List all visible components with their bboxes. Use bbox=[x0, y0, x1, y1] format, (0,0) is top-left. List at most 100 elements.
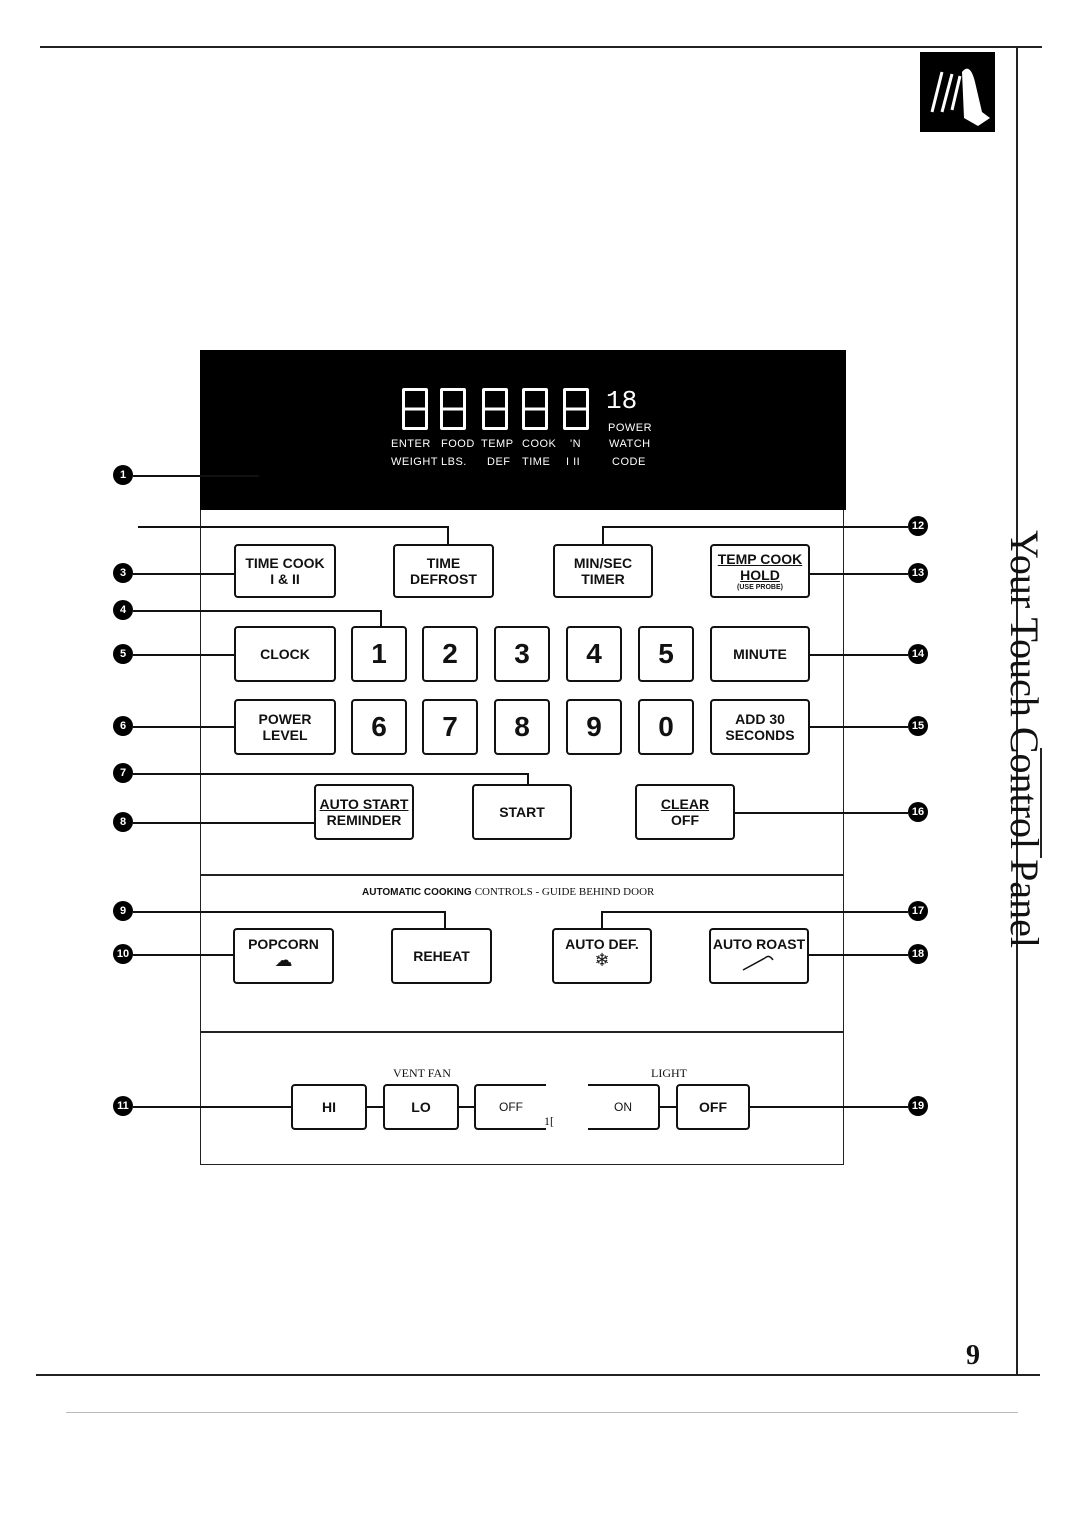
vent-lo-button[interactable]: LO bbox=[383, 1084, 459, 1130]
lcd-digit bbox=[440, 388, 466, 430]
snowflake-icon: ❄ bbox=[594, 950, 610, 970]
leader-line bbox=[809, 954, 908, 956]
callout-1: 1 bbox=[113, 465, 133, 485]
lcd-label-lbs: LBS. bbox=[441, 456, 467, 468]
lcd-label-def: DEF bbox=[487, 456, 511, 468]
callout-3: 3 bbox=[113, 563, 133, 583]
minute-button[interactable]: MINUTE bbox=[710, 626, 810, 682]
leader-line bbox=[133, 822, 314, 824]
min-sec-timer-button[interactable]: MIN/SEC TIMER bbox=[553, 544, 653, 598]
callout-13: 13 bbox=[908, 563, 928, 583]
leader-line bbox=[133, 654, 234, 656]
clock-button[interactable]: CLOCK bbox=[234, 626, 336, 682]
leader-line bbox=[527, 773, 529, 784]
lcd-digit bbox=[563, 388, 589, 430]
callout-4: 4 bbox=[113, 600, 133, 620]
page-number: 9 bbox=[966, 1340, 980, 1371]
bottom-rule bbox=[36, 1374, 1040, 1376]
leader-line bbox=[601, 911, 603, 928]
leader-line bbox=[133, 911, 445, 913]
digit-0-button[interactable]: 0 bbox=[638, 699, 694, 755]
lcd-power-label: POWER bbox=[608, 422, 653, 434]
vent-fan-label: VENT FAN bbox=[393, 1066, 451, 1080]
lcd-label-cook: COOK bbox=[522, 438, 557, 450]
side-title-bar bbox=[1040, 748, 1042, 858]
callout-9: 9 bbox=[113, 901, 133, 921]
digit-2-button[interactable]: 2 bbox=[422, 626, 478, 682]
footer-rule bbox=[66, 1412, 1018, 1413]
control-panel bbox=[200, 510, 844, 1165]
callout-11: 11 bbox=[113, 1096, 133, 1116]
callout-10: 10 bbox=[113, 944, 133, 964]
leader-line bbox=[133, 610, 381, 612]
callout-7: 7 bbox=[113, 763, 133, 783]
auto-start-reminder-button[interactable]: AUTO START REMINDER bbox=[314, 784, 414, 840]
leader-line bbox=[133, 773, 528, 775]
leader-line bbox=[447, 526, 449, 544]
digit-3-button[interactable]: 3 bbox=[494, 626, 550, 682]
callout-19: 19 bbox=[908, 1096, 928, 1116]
temp-cook-hold-button[interactable]: TEMP COOK HOLD (USE PROBE) bbox=[710, 544, 810, 598]
time-cook-button[interactable]: TIME COOK I & II bbox=[234, 544, 336, 598]
lcd-label-temp: TEMP bbox=[481, 438, 514, 450]
digit-9-button[interactable]: 9 bbox=[566, 699, 622, 755]
digit-7-button[interactable]: 7 bbox=[422, 699, 478, 755]
light-off-button[interactable]: OFF bbox=[676, 1084, 750, 1130]
callout-8: 8 bbox=[113, 812, 133, 832]
time-defrost-button[interactable]: TIME DEFROST bbox=[393, 544, 494, 598]
stray-mark: 1[ bbox=[544, 1114, 554, 1128]
auto-roast-button[interactable]: AUTO ROAST bbox=[709, 928, 809, 984]
light-label: LIGHT bbox=[651, 1066, 687, 1080]
digit-8-button[interactable]: 8 bbox=[494, 699, 550, 755]
reheat-button[interactable]: REHEAT bbox=[391, 928, 492, 984]
leader-line bbox=[810, 573, 908, 575]
lcd-label-code: CODE bbox=[612, 456, 646, 468]
side-title: Your Touch Control Panel bbox=[1002, 530, 1047, 948]
leader-line bbox=[138, 526, 448, 528]
lcd-label-weight: WEIGHT bbox=[391, 456, 438, 468]
leader-line bbox=[602, 526, 908, 528]
digit-1-button[interactable]: 1 bbox=[351, 626, 407, 682]
leader-line bbox=[810, 726, 908, 728]
auto-def-button[interactable]: AUTO DEF. ❄ bbox=[552, 928, 652, 984]
start-button[interactable]: START bbox=[472, 784, 572, 840]
callout-17: 17 bbox=[908, 901, 928, 921]
panel-divider bbox=[200, 1031, 844, 1033]
digit-4-button[interactable]: 4 bbox=[566, 626, 622, 682]
lcd-label-watch: WATCH bbox=[609, 438, 651, 450]
lcd-label-time: TIME bbox=[522, 456, 551, 468]
digit-6-button[interactable]: 6 bbox=[351, 699, 407, 755]
vent-off-button[interactable]: OFF bbox=[474, 1084, 546, 1130]
lcd-digit bbox=[402, 388, 428, 430]
add-30-seconds-button[interactable]: ADD 30 SECONDS bbox=[710, 699, 810, 755]
leader-line bbox=[750, 1106, 908, 1108]
leader-line bbox=[133, 573, 234, 575]
top-rule bbox=[40, 46, 1042, 48]
leader-line bbox=[602, 911, 908, 913]
callout-6: 6 bbox=[113, 716, 133, 736]
leader-line bbox=[602, 526, 604, 544]
thermometer-probe-icon bbox=[742, 955, 774, 971]
automatic-cooking-label: AUTOMATIC COOKING CONTROLS - GUIDE BEHIN… bbox=[362, 886, 655, 898]
digit-5-button[interactable]: 5 bbox=[638, 626, 694, 682]
callout-15: 15 bbox=[908, 716, 928, 736]
lcd-label-i-ii: I II bbox=[566, 456, 581, 468]
lcd-label-enter: ENTER bbox=[391, 438, 431, 450]
callout-14: 14 bbox=[908, 644, 928, 664]
leader-line bbox=[660, 1106, 676, 1108]
popcorn-icon: ☁ bbox=[274, 950, 293, 970]
lcd-label-n: 'N bbox=[570, 438, 582, 450]
hand-touch-icon bbox=[920, 52, 995, 132]
callout-16: 16 bbox=[908, 802, 928, 822]
popcorn-button[interactable]: POPCORN ☁ bbox=[233, 928, 334, 984]
leader-line bbox=[444, 911, 446, 928]
leader-line bbox=[459, 1106, 474, 1108]
vent-hi-button[interactable]: HI bbox=[291, 1084, 367, 1130]
lcd-display bbox=[200, 350, 846, 510]
callout-18: 18 bbox=[908, 944, 928, 964]
leader-line bbox=[735, 812, 908, 814]
clear-off-button[interactable]: CLEAR OFF bbox=[635, 784, 735, 840]
callout-12: 12 bbox=[908, 516, 928, 536]
power-level-button[interactable]: POWER LEVEL bbox=[234, 699, 336, 755]
light-on-button[interactable]: ON bbox=[588, 1084, 660, 1130]
